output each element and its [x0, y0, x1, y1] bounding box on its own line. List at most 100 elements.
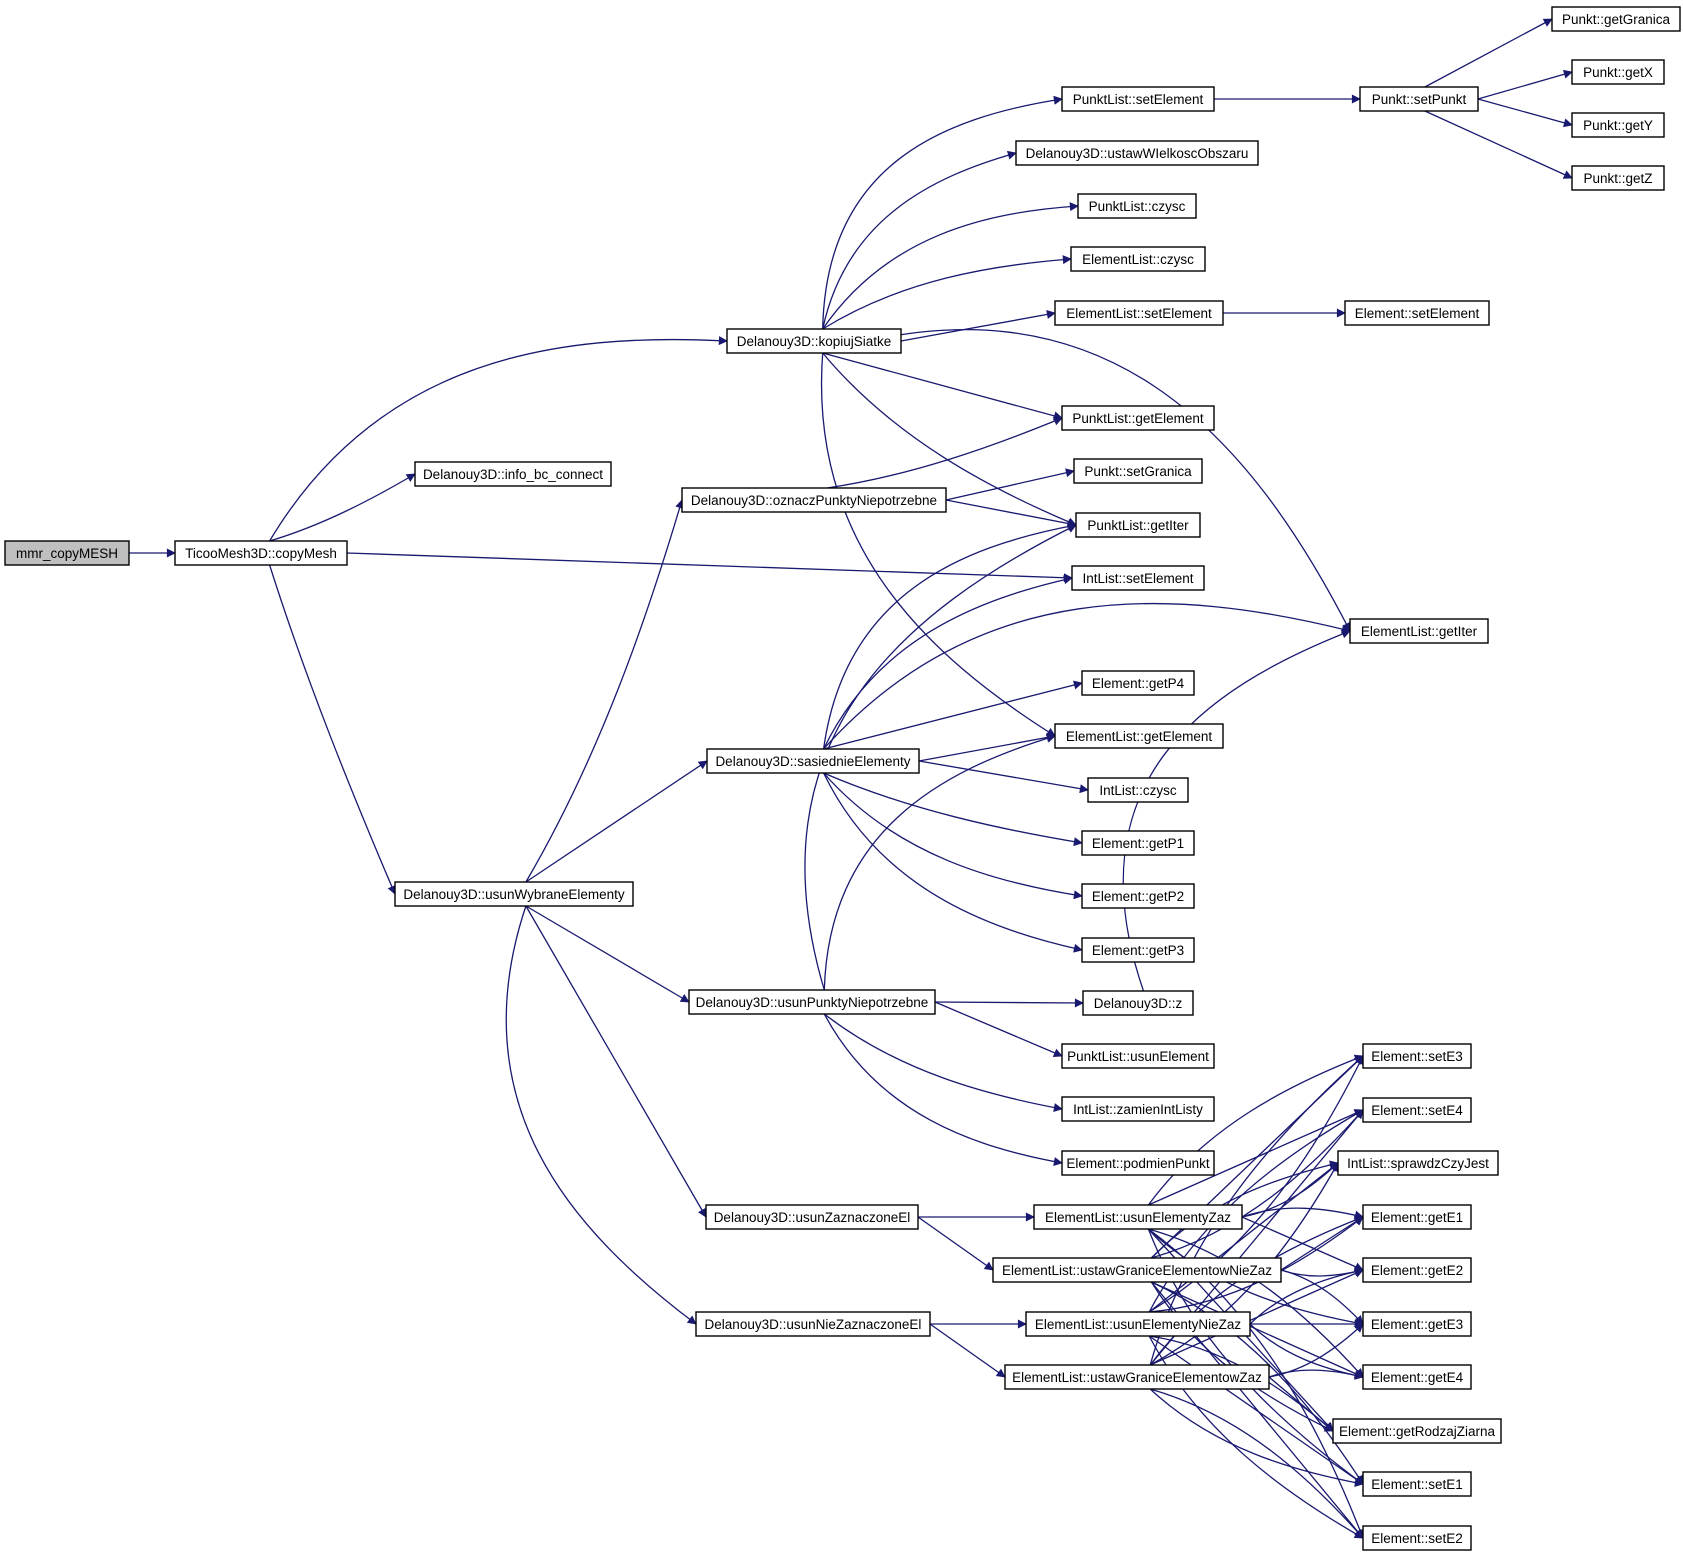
node-box: [1362, 1311, 1472, 1337]
node-box: [1332, 1418, 1502, 1444]
edge-arrow: [822, 255, 1072, 330]
node-box: [706, 748, 920, 774]
function-node[interactable]: ElementList::getElement: [1054, 723, 1224, 749]
call-edge-n1-n18: [346, 552, 1073, 583]
call-edge-n5-n7: [525, 905, 690, 1003]
function-node[interactable]: Delanouy3D::info_bc_connect: [414, 461, 612, 487]
edge-arrow: [1148, 1055, 1364, 1313]
function-node[interactable]: Delanouy3D::kopiujSiatke: [726, 328, 902, 354]
function-node[interactable]: PunktList::getElement: [1061, 405, 1215, 431]
node-box: [705, 1204, 919, 1230]
function-node[interactable]: Delanouy3D::sasiednieElementy: [706, 748, 920, 774]
node-label: Element::setE4: [1371, 1103, 1463, 1118]
node-box: [1073, 458, 1203, 484]
call-edge-n30-n48: [1151, 1281, 1364, 1485]
node-label: Punkt::getY: [1583, 118, 1653, 133]
function-node[interactable]: Delanouy3D::usunWybraneElementy: [394, 881, 634, 907]
function-node[interactable]: Element::getE2: [1362, 1257, 1472, 1283]
function-node[interactable]: ElementList::ustawGraniceElementowNieZaz: [992, 1257, 1282, 1283]
edge-arrow: [820, 352, 1056, 737]
node-box: [1362, 1097, 1472, 1123]
function-node[interactable]: Element::getP4: [1081, 670, 1195, 696]
call-edge-n5-n4: [525, 499, 685, 883]
edge-arrow: [1241, 1207, 1364, 1220]
node-box: [992, 1257, 1282, 1283]
function-node[interactable]: Delanouy3D::usunZaznaczoneEl: [705, 1204, 919, 1230]
node-box: [1081, 937, 1195, 963]
edge-arrow: [934, 998, 1084, 1008]
function-node[interactable]: ElementList::getIter: [1349, 618, 1489, 644]
function-node[interactable]: Delanouy3D::ustawWIelkoscObszaru: [1015, 140, 1259, 166]
node-label: Element::setE2: [1371, 1531, 1463, 1546]
function-node[interactable]: PunktList::setElement: [1061, 86, 1215, 112]
edge-arrow: [822, 150, 1017, 330]
function-node[interactable]: IntList::zamienIntListy: [1061, 1096, 1215, 1122]
function-node[interactable]: Punkt::getX: [1571, 59, 1665, 85]
edge-arrow: [1148, 1162, 1339, 1313]
call-edge-n6-n23: [823, 772, 1083, 900]
function-node[interactable]: Delanouy3D::usunNieZaznaczoneEl: [695, 1311, 931, 1337]
function-node[interactable]: IntList::czysc: [1087, 777, 1189, 803]
function-node[interactable]: PunktList::czysc: [1077, 193, 1197, 219]
call-edge-n29-n41: [1148, 1109, 1364, 1206]
edge-arrow: [1149, 1388, 1364, 1487]
function-node[interactable]: ElementList::czysc: [1070, 246, 1206, 272]
function-node[interactable]: ElementList::usunElementyNieZaz: [1025, 1311, 1251, 1337]
call-edge-n4-n16: [945, 468, 1075, 501]
function-node[interactable]: Punkt::setPunkt: [1359, 86, 1479, 112]
function-node[interactable]: Element::getE4: [1362, 1364, 1472, 1390]
node-label: Delanouy3D::info_bc_connect: [423, 467, 603, 482]
call-edge-n6-n19: [823, 680, 1083, 750]
node-label: TicooMesh3D::copyMesh: [185, 546, 337, 561]
edge-arrow: [918, 760, 1089, 794]
node-box: [1061, 1043, 1215, 1069]
function-node[interactable]: Element::setE4: [1362, 1097, 1472, 1123]
function-node[interactable]: Punkt::getGranica: [1551, 6, 1681, 32]
function-node[interactable]: Delanouy3D::z: [1082, 990, 1194, 1016]
function-node[interactable]: mmr_copyMESH: [4, 540, 130, 566]
node-label: Delanouy3D::usunPunktyNiepotrzebne: [696, 995, 929, 1010]
function-node[interactable]: Element::getE1: [1362, 1204, 1472, 1230]
function-node[interactable]: PunktList::getIter: [1075, 512, 1201, 538]
node-box: [1337, 1150, 1499, 1176]
function-node[interactable]: ElementList::usunElementyZaz: [1033, 1204, 1243, 1230]
node-box: [1061, 405, 1215, 431]
function-node[interactable]: IntList::setElement: [1071, 565, 1205, 591]
edge-arrow: [1151, 1281, 1364, 1485]
function-node[interactable]: Element::setE1: [1362, 1471, 1472, 1497]
node-label: Delanouy3D::usunZaznaczoneEl: [714, 1210, 911, 1225]
function-node[interactable]: Element::setE3: [1362, 1043, 1472, 1069]
function-node[interactable]: TicooMesh3D::copyMesh: [174, 540, 348, 566]
function-node[interactable]: Punkt::setGranica: [1073, 458, 1203, 484]
function-node[interactable]: Element::getP1: [1081, 830, 1195, 856]
function-node[interactable]: Element::getRodzajZiarna: [1332, 1418, 1502, 1444]
function-node[interactable]: Punkt::getY: [1571, 112, 1665, 138]
call-edge-n30-n41: [1151, 1109, 1364, 1259]
edge-arrow: [1249, 1267, 1364, 1325]
function-node[interactable]: Delanouy3D::usunPunktyNiepotrzebne: [688, 989, 936, 1015]
call-edge-n32-n47: [1268, 1376, 1334, 1432]
function-node[interactable]: Element::getP2: [1081, 883, 1195, 909]
edge-arrow: [823, 575, 1073, 750]
call-edge-n25-n35: [1122, 629, 1351, 992]
call-edge-n31-n40: [1148, 1055, 1364, 1313]
function-node[interactable]: Element::setElement: [1344, 300, 1490, 326]
function-node[interactable]: Element::setE2: [1362, 1525, 1472, 1551]
function-node[interactable]: Element::podmienPunkt: [1061, 1150, 1215, 1176]
function-node[interactable]: ElementList::setElement: [1054, 300, 1224, 326]
node-label: Punkt::setGranica: [1084, 464, 1192, 479]
call-edge-n32-n45: [1268, 1323, 1364, 1378]
edge-arrow: [804, 524, 1077, 991]
node-box: [1081, 830, 1195, 856]
function-node[interactable]: ElementList::ustawGraniceElementowZaz: [1004, 1364, 1270, 1390]
function-node[interactable]: Element::getP3: [1081, 937, 1195, 963]
function-node[interactable]: IntList::sprawdzCzyJest: [1337, 1150, 1499, 1176]
node-box: [4, 540, 130, 566]
function-node[interactable]: Element::getE3: [1362, 1311, 1472, 1337]
node-label: ElementList::usunElementyNieZaz: [1035, 1317, 1242, 1332]
edge-arrow: [269, 473, 416, 542]
function-node[interactable]: Punkt::getZ: [1571, 165, 1665, 191]
function-node[interactable]: Delanouy3D::oznaczPunktyNiepotrzebne: [681, 487, 947, 513]
edge-arrow: [268, 564, 396, 895]
function-node[interactable]: PunktList::usunElement: [1061, 1043, 1215, 1069]
